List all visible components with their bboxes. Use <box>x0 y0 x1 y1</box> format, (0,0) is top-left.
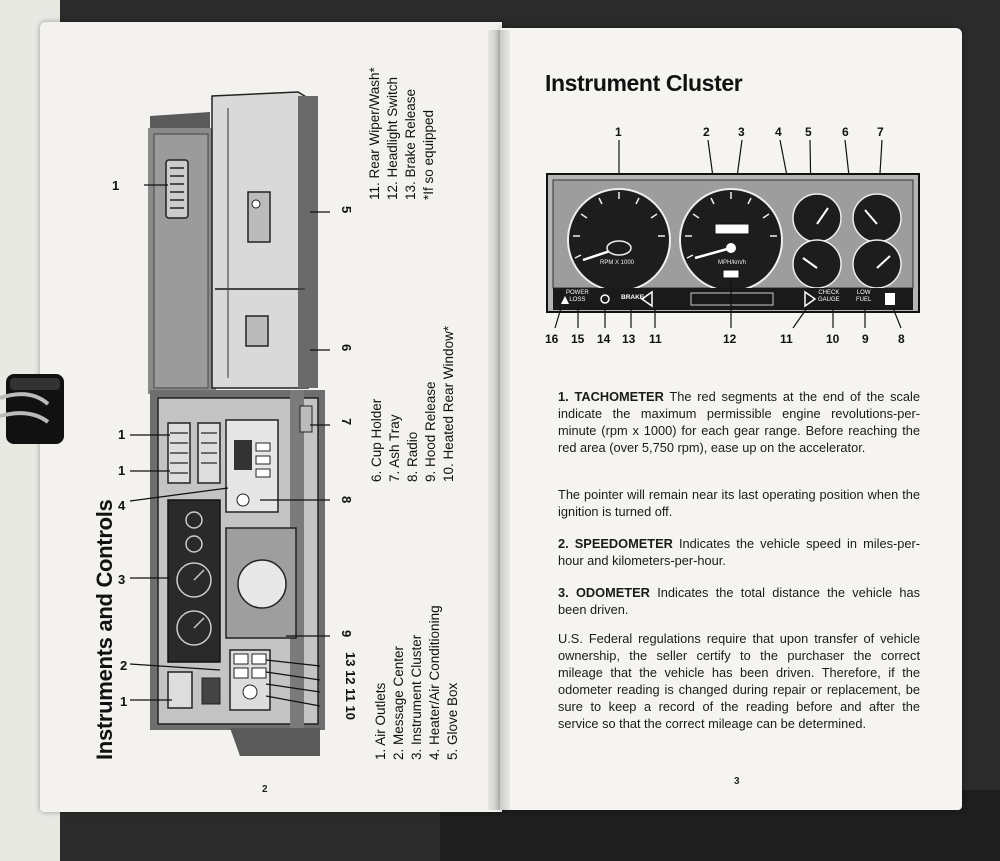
legend-item: 4. Heater/Air Conditioning <box>427 605 442 760</box>
dashboard-illustration <box>129 91 330 756</box>
callout-9: 9 <box>339 630 354 638</box>
federal-regulations-paragraph: U.S. Federal regulations require that up… <box>558 631 920 731</box>
cluster-number-6: 6 <box>842 125 849 139</box>
legend-item: 12. Headlight Switch <box>385 76 400 200</box>
callout-2: 2 <box>120 658 128 673</box>
legend-item: 1. Air Outlets <box>373 682 388 760</box>
cluster-number-4: 4 <box>775 125 782 139</box>
legend-item: 13. Brake Release <box>403 88 418 200</box>
callout-7: 7 <box>339 418 354 426</box>
left-page-title: Instruments and Controls <box>92 499 117 761</box>
legend-item: 8. Radio <box>405 431 420 482</box>
book-spine <box>488 30 510 810</box>
cluster-number-7: 7 <box>877 125 884 139</box>
right-page <box>500 28 962 810</box>
callout-3: 3 <box>118 572 126 587</box>
speedometer-heading: 2. SPEEDOMETER <box>558 536 673 551</box>
tachometer-heading: 1. TACHOMETER <box>558 389 664 404</box>
legend-item: 7. Ash Tray <box>387 414 402 482</box>
callout-6: 6 <box>339 344 354 352</box>
callout-8: 8 <box>339 496 354 504</box>
page-number-left: 2 <box>262 784 268 795</box>
binder-clip <box>0 374 64 444</box>
right-page-title: Instrument Cluster <box>545 70 743 96</box>
tachometer-paragraph: 1. TACHOMETER The red segments at the en… <box>558 389 920 455</box>
callout-4: 4 <box>118 498 126 513</box>
callout-5: 5 <box>339 206 354 214</box>
legend-item: 2. Message Center <box>391 645 406 760</box>
legend-list-11-13: 11. Rear Wiper/Wash* 12. Headlight Switc… <box>366 67 438 200</box>
legend-item: 9. Hood Release <box>423 381 438 482</box>
cluster-number-13: 13 <box>622 332 636 346</box>
page-number-right: 3 <box>734 776 740 787</box>
callout-1a: 1 <box>112 178 120 193</box>
legend-footnote: *If so equipped <box>421 109 436 200</box>
legend-item: 10. Heated Rear Window* <box>441 325 456 482</box>
cluster-number-11b: 11 <box>780 332 793 346</box>
callout-1b: 1 <box>118 427 126 442</box>
legend-list-6-10: 6. Cup Holder 7. Ash Tray 8. Radio 9. Ho… <box>368 326 458 482</box>
cluster-number-9: 9 <box>862 332 869 346</box>
legend-item: 11. Rear Wiper/Wash* <box>367 67 382 200</box>
cluster-number-10: 10 <box>826 332 840 346</box>
cluster-number-12: 12 <box>723 332 737 346</box>
low-fuel-label: LOW FUEL <box>856 290 872 303</box>
brake-label: BRAKE <box>621 294 645 301</box>
power-loss-label: POWER LOSS <box>566 290 589 303</box>
odometer-heading: 3. ODOMETER <box>558 585 650 600</box>
cluster-number-16: 16 <box>545 332 559 346</box>
cluster-number-3: 3 <box>738 125 745 139</box>
cluster-number-2: 2 <box>703 125 710 139</box>
cluster-number-14: 14 <box>597 332 611 346</box>
mph-label: MPH/km/h <box>718 260 747 266</box>
speedometer-paragraph: 2. SPEEDOMETER Indicates the vehicle spe… <box>558 536 920 568</box>
pointer-paragraph: The pointer will remain near its last op… <box>558 487 920 519</box>
legend-list-1-5: 1. Air Outlets 2. Message Center 3. Inst… <box>372 605 462 760</box>
cluster-number-1: 1 <box>615 125 622 139</box>
callout-1d: 1 <box>120 694 128 709</box>
legend-item: 5. Glove Box <box>445 682 460 760</box>
cluster-number-8: 8 <box>898 332 905 346</box>
cluster-number-15: 15 <box>571 332 585 346</box>
legend-item: 6. Cup Holder <box>369 398 384 482</box>
callout-1c: 1 <box>118 463 126 478</box>
instrument-cluster-illustration <box>546 140 920 329</box>
legend-item: 3. Instrument Cluster <box>409 634 424 760</box>
cluster-number-5: 5 <box>805 125 812 139</box>
odometer-paragraph: 3. ODOMETER Indicates the total distance… <box>558 585 920 617</box>
callout-13-12-11-10: 13 12 11 10 <box>343 652 358 720</box>
cluster-number-11a: 11 <box>649 332 662 346</box>
check-gauge-label: CHECK GAUGE <box>818 290 840 303</box>
rpm-label: RPM X 1000 <box>600 260 635 266</box>
